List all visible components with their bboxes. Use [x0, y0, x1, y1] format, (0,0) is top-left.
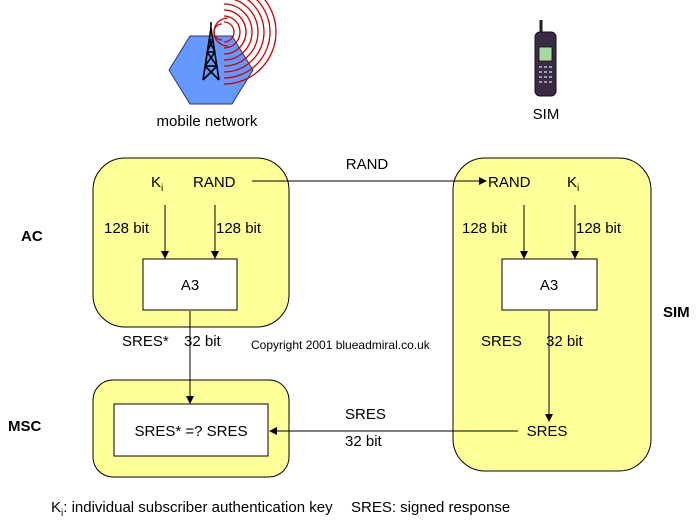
msc-compare-box	[113, 403, 269, 457]
ac-rand-label: RAND	[193, 174, 236, 191]
radio-waves-icon	[213, 0, 277, 85]
sim-sres-output-label: SRES	[527, 423, 568, 440]
sim-sres-label: SRES	[481, 333, 522, 350]
mobile-network-label: mobile network	[157, 113, 258, 130]
ac-ki-label: Ki	[151, 174, 163, 194]
sim-panel	[452, 157, 652, 472]
sim-a3-box	[501, 258, 598, 311]
ac-a3-box	[142, 258, 238, 311]
rand-transfer-label: RAND	[346, 156, 389, 173]
transmitter-tower-icon	[202, 22, 220, 81]
sim-side-label: SIM	[663, 304, 690, 321]
mobile-network-icon: mobile network	[157, 0, 277, 130]
sim-sres-bits-label: 32 bit	[546, 333, 584, 350]
mobile-phone-icon: SIM	[533, 20, 560, 123]
ac-bits-left-label: 128 bit	[104, 220, 150, 237]
sim-bits-right-label: 128 bit	[576, 220, 622, 237]
sres-transfer-label: SRES	[345, 406, 386, 423]
sim-a3-label: A3	[540, 277, 558, 294]
ac-a3-label: A3	[181, 277, 199, 294]
sim-bits-left-label: 128 bit	[462, 220, 508, 237]
sres-transfer-bits-label: 32 bit	[345, 433, 383, 450]
phone-sim-label: SIM	[533, 106, 560, 123]
legend-ki: Ki: individual subscriber authentication…	[51, 499, 333, 519]
legend-sres: SRES: signed response	[351, 499, 510, 516]
ac-panel	[92, 157, 290, 328]
ac-side-label: AC	[21, 228, 43, 245]
ac-sres-star-label: SRES*	[122, 333, 169, 350]
ac-bits-right-label: 128 bit	[216, 220, 262, 237]
msc-side-label: MSC	[8, 418, 42, 435]
sim-rand-label: RAND	[488, 174, 531, 191]
msc-compare-label: SRES* =? SRES	[135, 423, 248, 440]
sim-ki-label: Ki	[567, 174, 579, 194]
ac-sres-bits-label: 32 bit	[184, 333, 222, 350]
copyright-text: Copyright 2001 blueadmiral.co.uk	[251, 338, 431, 352]
